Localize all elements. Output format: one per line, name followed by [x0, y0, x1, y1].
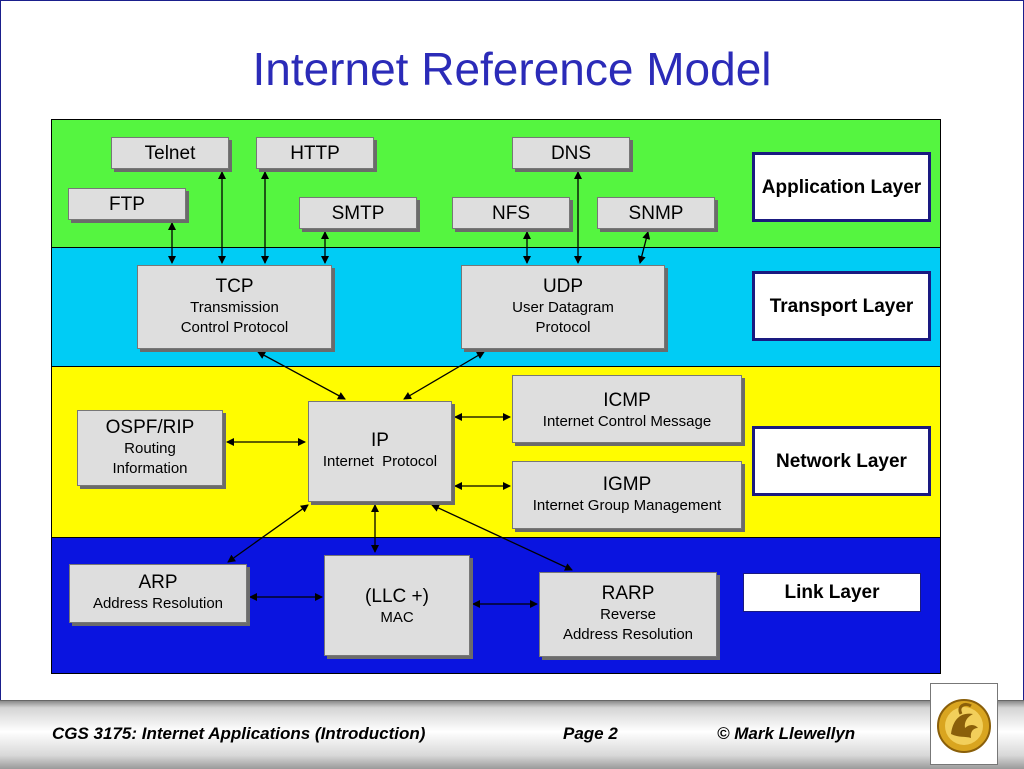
smtp-box: SMTP — [299, 197, 417, 229]
pegasus-logo-icon — [930, 683, 998, 765]
arp-name: ARP — [138, 572, 178, 593]
ip-rarp-arrow — [431, 504, 573, 571]
network-layer-label: Network Layer — [752, 426, 931, 496]
ospf-rip-box: OSPF/RIP Routing Information — [77, 410, 223, 486]
ip-name: IP — [371, 430, 389, 451]
igmp-name: IGMP — [602, 474, 652, 495]
rarp-desc: Address Resolution — [562, 626, 694, 643]
tcp-ip-arrow — [257, 351, 346, 400]
nfs-box: NFS — [452, 197, 570, 229]
rarp-box: RARP Reverse Address Resolution — [539, 572, 717, 657]
slide-title: Internet Reference Model — [252, 43, 772, 95]
icmp-desc: Internet Control Message — [542, 413, 712, 430]
transport-layer-label: Transport Layer — [752, 271, 931, 341]
rarp-desc: Reverse — [600, 606, 656, 623]
http-box: HTTP — [256, 137, 374, 169]
dns-box: DNS — [512, 137, 630, 169]
ip-desc: Internet Protocol — [322, 453, 438, 470]
application-layer-label: Application Layer — [752, 152, 931, 222]
footer-page: Page 2 — [563, 724, 618, 743]
snmp-box: SNMP — [597, 197, 715, 229]
llc-mac-name: (LLC +) — [365, 586, 429, 607]
udp-name: UDP — [542, 276, 584, 297]
ospf-rip-desc: Information — [112, 460, 188, 477]
arp-desc: Address Resolution — [92, 595, 224, 612]
igmp-box: IGMP Internet Group Management — [512, 461, 742, 529]
band-divider — [51, 247, 941, 248]
ip-box: IP Internet Protocol — [308, 401, 452, 502]
tcp-desc: Control Protocol — [180, 319, 289, 336]
footer-author: © Mark Llewellyn — [717, 724, 856, 743]
icmp-name: ICMP — [603, 390, 651, 411]
ftp-box: FTP — [68, 188, 186, 220]
icmp-box: ICMP Internet Control Message — [512, 375, 742, 443]
snmp-udp-arrow — [637, 231, 651, 264]
llc-mac-desc: MAC — [380, 609, 414, 626]
footer-bar — [0, 700, 1024, 769]
link-layer-label: Link Layer — [743, 573, 921, 612]
arp-box: ARP Address Resolution — [69, 564, 247, 623]
rarp-name: RARP — [601, 583, 655, 604]
tcp-box: TCP Transmission Control Protocol — [137, 265, 332, 349]
ip-arp-arrow — [227, 504, 309, 563]
igmp-desc: Internet Group Management — [532, 497, 722, 514]
footer-course: CGS 3175: Internet Applications (Introdu… — [52, 724, 426, 743]
udp-desc: Protocol — [535, 319, 591, 336]
ospf-rip-desc: Routing — [124, 440, 176, 457]
telnet-box: Telnet — [111, 137, 229, 169]
band-divider — [51, 366, 941, 367]
udp-box: UDP User Datagram Protocol — [461, 265, 665, 349]
tcp-name: TCP — [215, 276, 254, 297]
udp-desc: User Datagram — [512, 299, 614, 316]
llc-mac-box: (LLC +) MAC — [324, 555, 470, 656]
udp-ip-arrow — [403, 351, 485, 400]
tcp-desc: Transmission — [190, 299, 279, 316]
ospf-rip-name: OSPF/RIP — [105, 417, 195, 438]
